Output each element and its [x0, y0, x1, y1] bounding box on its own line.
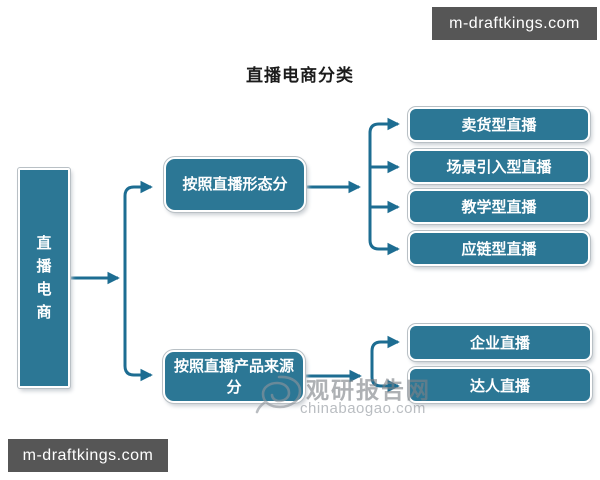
branch-node-form-type: 按照直播形态分 — [164, 157, 306, 212]
leaf-node-scene-intro-live: 场景引入型直播 — [408, 149, 590, 184]
leaf-node-label: 卖货型直播 — [461, 117, 537, 134]
root-node-label: 直播电商 — [36, 234, 52, 322]
leaf-node-label: 场景引入型直播 — [446, 159, 552, 176]
leaf-node-teaching-live: 教学型直播 — [408, 189, 590, 224]
diagram-title: 直播电商分类 — [246, 66, 354, 85]
leaf-node-label: 企业直播 — [469, 335, 530, 352]
watermark-badge-top: m-draftkings.com — [432, 7, 597, 40]
leaf-node-enterprise-live: 企业直播 — [408, 324, 592, 361]
root-node: 直播电商 — [18, 168, 70, 388]
leaf-node-selling-live: 卖货型直播 — [408, 107, 590, 142]
leaf-node-label: 应链型直播 — [461, 241, 537, 258]
branch-node-product-source: 按照直播产品来源分 — [163, 350, 305, 403]
branch-node-label: 按照直播形态分 — [182, 176, 288, 193]
leaf-node-label: 教学型直播 — [461, 199, 537, 216]
leaf-node-influencer-live: 达人直播 — [408, 367, 592, 403]
watermark-badge-bottom: m-draftkings.com — [8, 439, 168, 472]
leaf-node-supply-chain-live: 应链型直播 — [408, 231, 590, 266]
branch-node-label: 按照直播产品来源分 — [173, 357, 294, 396]
leaf-node-label: 达人直播 — [469, 377, 530, 395]
